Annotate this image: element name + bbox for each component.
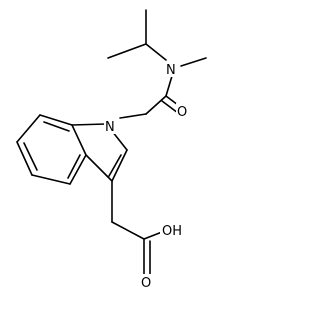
atom-label-acid-o: O <box>140 274 154 291</box>
bond <box>111 130 128 151</box>
atom-label-indole-n: N <box>104 118 118 135</box>
bond <box>165 75 173 97</box>
indole-nitrogen-label: N <box>105 120 115 135</box>
bond <box>31 174 71 185</box>
bond <box>161 100 179 114</box>
bond <box>23 142 38 171</box>
bond <box>145 95 167 115</box>
linker-chain <box>119 95 167 119</box>
bond <box>16 141 33 176</box>
bond <box>180 57 207 67</box>
bond <box>145 43 167 61</box>
bond <box>71 123 107 126</box>
bond <box>43 121 70 132</box>
bond <box>143 231 163 240</box>
amide-n-bonds <box>165 57 207 97</box>
amide-nitrogen-label: N <box>166 63 176 78</box>
isopropyl-group <box>107 9 167 61</box>
bond <box>69 154 87 185</box>
acetic-acid-chain <box>111 180 163 275</box>
bond <box>111 221 145 240</box>
bond <box>16 114 41 143</box>
amide-oxygen-label: O <box>177 105 187 120</box>
acid-oxygen-label: O <box>141 276 151 291</box>
bond <box>71 124 87 156</box>
bond <box>119 113 147 119</box>
pyrrole-ring <box>71 123 128 182</box>
bond <box>108 154 122 177</box>
benzene-ring <box>16 114 87 185</box>
atom-label-amide-n: N <box>165 61 179 78</box>
bond <box>67 154 81 179</box>
bond <box>111 149 128 182</box>
bond <box>107 43 147 59</box>
molecule-structure: N O N OH O <box>16 9 207 291</box>
atom-label-amide-o: O <box>176 103 190 120</box>
atom-label-acid-oh: OH <box>160 222 186 239</box>
bond <box>39 114 73 126</box>
acid-hydroxyl-label: OH <box>162 224 182 239</box>
bond <box>85 154 113 182</box>
